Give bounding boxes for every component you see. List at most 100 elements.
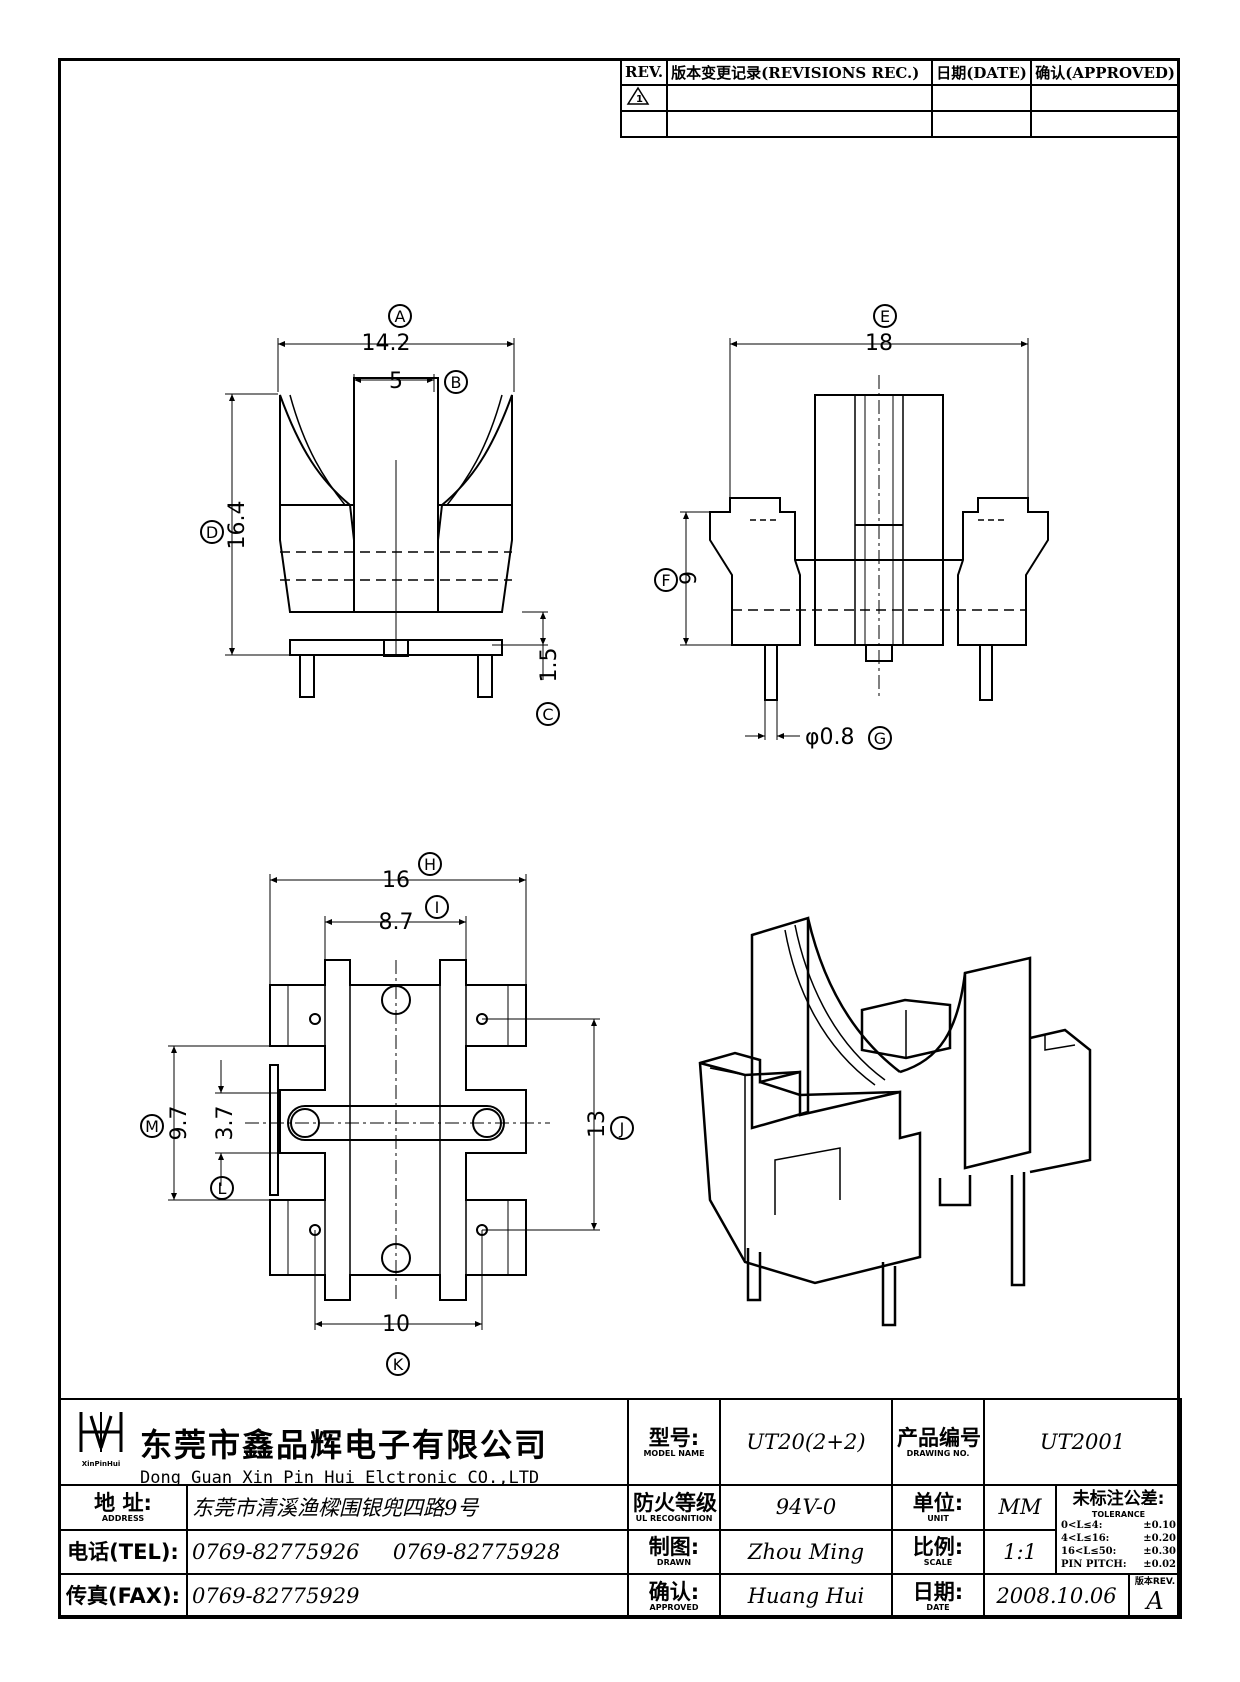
dim-f-value: 9 bbox=[677, 571, 702, 585]
svg-text:J: J bbox=[619, 1119, 625, 1138]
drawing-no-value: UT2001 bbox=[983, 1398, 1182, 1486]
revision-row1-approved bbox=[1030, 84, 1180, 112]
revision-record-header: 版本变更记录(REVISIONS REC.) bbox=[666, 58, 934, 86]
dim-b-value: 5 bbox=[389, 369, 403, 394]
tolerance-label-en: TOLERANCE bbox=[1091, 1510, 1146, 1519]
dim-c-value: 1.5 bbox=[537, 648, 562, 683]
revision-row1-date bbox=[931, 84, 1033, 112]
model-label: 型号:MODEL NAME bbox=[627, 1398, 721, 1486]
isometric-view bbox=[698, 916, 1092, 1327]
revision-table: REV. 版本变更记录(REVISIONS REC.) 日期(DATE) 确认(… bbox=[619, 58, 1180, 138]
side-view bbox=[680, 338, 1049, 740]
tolerance-label-zh: 未标注公差: bbox=[1072, 1489, 1165, 1509]
drawing-no-label: 产品编号:DRAWING NO. bbox=[891, 1398, 985, 1486]
svg-text:G: G bbox=[874, 729, 886, 748]
view-label-cell bbox=[953, 1484, 1023, 1524]
tag-j: J bbox=[610, 1116, 634, 1140]
rev-cell: 版本REV. A bbox=[1128, 1573, 1182, 1619]
revision-triangle-cell: 1 bbox=[619, 84, 669, 112]
dim-g-value: φ0.8 bbox=[805, 725, 855, 750]
dim-j-value: 13 bbox=[585, 1110, 610, 1138]
company-logo-mark bbox=[79, 1412, 123, 1452]
dim-h-value: 16 bbox=[382, 868, 410, 893]
front-view bbox=[225, 338, 548, 698]
dim-a-value: 14.2 bbox=[362, 331, 411, 356]
approved-value: Huang Hui bbox=[719, 1573, 893, 1619]
svg-text:B: B bbox=[451, 373, 462, 392]
svg-text:C: C bbox=[542, 705, 553, 724]
model-value: UT20(2+2) bbox=[719, 1398, 893, 1486]
tolerance-cell: 未标注公差:TOLERANCE 0<L≤4:±0.10 4<L≤16:±0.20… bbox=[1055, 1484, 1182, 1575]
revision-row2-approved bbox=[1030, 110, 1180, 138]
svg-text:1: 1 bbox=[636, 94, 643, 105]
logo-text: XinPinHui bbox=[81, 1460, 121, 1468]
tel-2: 0769-82775928 bbox=[392, 1539, 561, 1564]
drawn-value: Zhou Ming bbox=[719, 1528, 893, 1575]
tag-k: K bbox=[386, 1352, 410, 1376]
fax-value: 0769-82775929 bbox=[186, 1573, 629, 1619]
svg-text:E: E bbox=[880, 307, 890, 326]
tag-d: D bbox=[200, 520, 224, 544]
unit-value: MM bbox=[983, 1484, 1057, 1531]
revision-row2-date bbox=[931, 110, 1033, 138]
dim-m-value: 9.7 bbox=[167, 1106, 192, 1141]
svg-text:L: L bbox=[218, 1179, 227, 1198]
svg-text:A: A bbox=[395, 307, 406, 326]
tolerance-row: 0<L≤4:±0.10 bbox=[1061, 1520, 1176, 1531]
tag-l: L bbox=[210, 1176, 234, 1200]
revision-row1-record bbox=[666, 84, 934, 112]
scale-value: 1:1 bbox=[983, 1528, 1057, 1575]
date-label: 日期:DATE bbox=[891, 1573, 985, 1619]
tag-i: I bbox=[425, 895, 449, 919]
tag-c: C bbox=[536, 702, 560, 726]
svg-text:D: D bbox=[206, 523, 218, 542]
rev-label: 版本REV. bbox=[1134, 1576, 1176, 1587]
bottom-view bbox=[168, 874, 600, 1330]
technical-drawing: 14.2 5 16.4 1.5 18 9 φ0.8 16 8.7 10 13 9… bbox=[140, 304, 1092, 1376]
revision-row2-record bbox=[666, 110, 934, 138]
tag-h: H bbox=[418, 852, 442, 876]
scale-label: 比例:SCALE bbox=[891, 1528, 985, 1575]
dim-e-value: 18 bbox=[865, 331, 893, 356]
drawn-label: 制图:DRAWN bbox=[627, 1528, 721, 1575]
svg-text:K: K bbox=[393, 1355, 404, 1374]
dim-l-value: 3.7 bbox=[213, 1106, 238, 1141]
company-cell: XinPinHui 东莞市鑫品辉电子有限公司 Dong Guan Xin Pin… bbox=[58, 1398, 629, 1486]
revision-approved-header: 确认(APPROVED) bbox=[1030, 58, 1180, 86]
company-name-en: Dong Guan Xin Pin Hui Elctronic CO.,LTD bbox=[140, 1468, 540, 1485]
dim-k-value: 10 bbox=[382, 1312, 410, 1337]
tag-m: M bbox=[140, 1114, 164, 1138]
date-value: 2008.10.06 bbox=[983, 1573, 1130, 1619]
dim-d-value: 16.4 bbox=[225, 501, 250, 550]
address-value: 东莞市清溪渔樑围银兜四路9号 bbox=[186, 1484, 629, 1531]
dim-i-value: 8.7 bbox=[379, 910, 414, 935]
address-label: 地 址:ADDRESS bbox=[58, 1484, 188, 1531]
tag-e: E bbox=[873, 304, 897, 328]
tag-g: G bbox=[868, 726, 892, 750]
title-block: XinPinHui 东莞市鑫品辉电子有限公司 Dong Guan Xin Pin… bbox=[58, 1398, 1182, 1619]
ul-value: 94V-0 bbox=[719, 1484, 893, 1531]
tag-a: A bbox=[388, 304, 412, 328]
ul-label: 防火等级:UL RECOGNITION bbox=[627, 1484, 721, 1531]
svg-text:F: F bbox=[661, 571, 670, 590]
company-name-zh: 东莞市鑫品辉电子有限公司 bbox=[140, 1426, 549, 1464]
tel-label: 电话(TEL): bbox=[58, 1528, 188, 1575]
tolerance-row: 4<L≤16:±0.20 bbox=[1061, 1533, 1176, 1544]
rev-header: REV. bbox=[619, 58, 669, 86]
rev-value: A bbox=[1146, 1586, 1164, 1615]
revision-row2-rev bbox=[619, 110, 669, 138]
tel-values: 0769-82775926 0769-82775928 bbox=[186, 1528, 629, 1575]
unit-label: 单位:UNIT bbox=[891, 1484, 985, 1531]
svg-text:M: M bbox=[145, 1117, 159, 1136]
tolerance-row: PIN PITCH:±0.02 bbox=[1061, 1559, 1176, 1570]
svg-text:I: I bbox=[435, 898, 440, 917]
approved-label: 确认:APPROVED bbox=[627, 1573, 721, 1619]
tel-1: 0769-82775926 bbox=[192, 1539, 360, 1564]
revision-triangle-icon: 1 bbox=[626, 86, 650, 105]
fax-label: 传真(FAX): bbox=[58, 1573, 188, 1619]
tag-b: B bbox=[444, 370, 468, 394]
revision-date-header: 日期(DATE) bbox=[931, 58, 1033, 86]
tag-f: F bbox=[654, 568, 678, 592]
svg-text:H: H bbox=[424, 855, 436, 874]
company-logo: XinPinHui bbox=[70, 1408, 132, 1470]
